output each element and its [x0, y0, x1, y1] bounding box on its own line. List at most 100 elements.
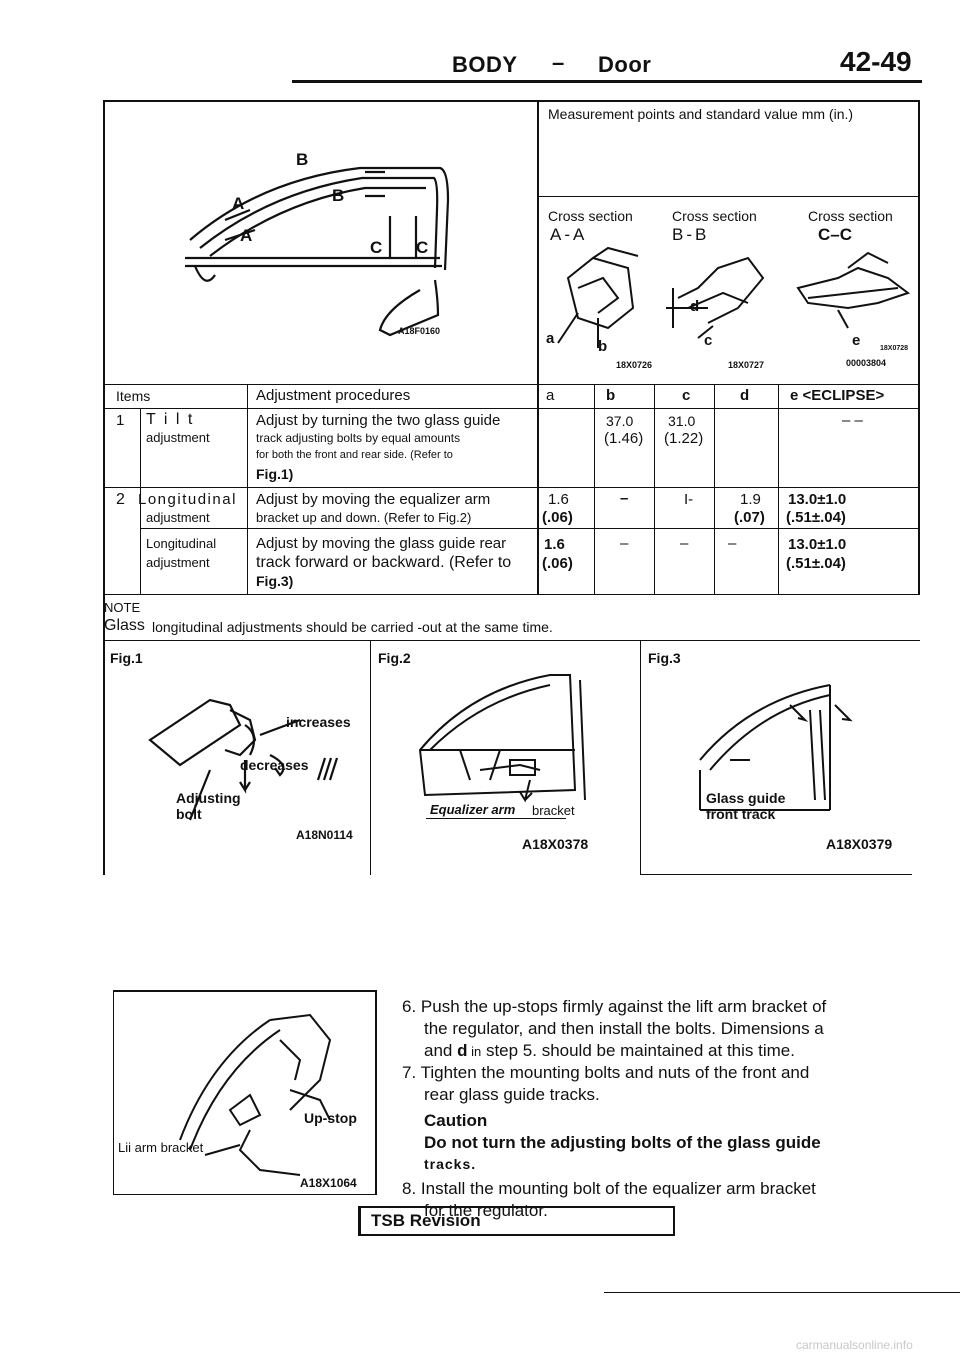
row1-c2: (1.22) — [664, 430, 704, 447]
row1-item2: adjustment — [146, 430, 210, 445]
right-frame-border — [918, 100, 920, 595]
header-separator: – — [552, 50, 565, 75]
step-6-line1: 6. Push the up-stops firmly against the … — [402, 997, 827, 1016]
cross-section-name-bb: B-B — [672, 225, 710, 244]
row2-no: 2 — [116, 491, 125, 508]
code-cc: 00003804 — [846, 358, 887, 368]
header-subsection: Door — [598, 52, 652, 77]
window-frame-diagram — [185, 166, 450, 337]
col-header-b: b — [606, 387, 616, 404]
col-header-procedures: Adjustment procedures — [256, 387, 411, 404]
row3-proc3: Fig.3) — [256, 573, 294, 589]
col-header-a: a — [546, 387, 555, 404]
fig2-label-equalizer: Equalizer arm — [430, 802, 516, 817]
col-header-d: d — [740, 387, 750, 404]
d-column-divider — [778, 384, 779, 594]
row3-b: – — [620, 535, 629, 552]
row1-b1: 37.0 — [606, 413, 634, 429]
row1-b2: (1.46) — [604, 430, 644, 447]
tsb-revision-label: TSB Revision — [371, 1211, 481, 1230]
fig3-glass-guide-drawing — [699, 684, 853, 811]
table-top-border — [103, 100, 920, 102]
fig2-code: A18X0378 — [522, 836, 589, 852]
row3-item: Longitudinal — [146, 536, 217, 551]
caution-text: Do not turn the adjusting bolts of the g… — [424, 1133, 821, 1152]
row2-a1: 1.6 — [548, 491, 569, 508]
fig3-title: Fig.3 — [648, 650, 681, 666]
cross-section-label-cc: Cross section — [808, 208, 893, 224]
row2-item: Longitudinal — [138, 491, 237, 508]
lower-figure-label-upstop: Up-stop — [304, 1110, 357, 1126]
caution-text2: tracks. — [424, 1156, 477, 1172]
figures-bottom-rule — [640, 874, 912, 875]
diagram-label-b2: B — [332, 186, 345, 205]
fig2-label-bracket: bracket — [532, 803, 575, 818]
caution-title: Caution — [424, 1111, 488, 1130]
row3-e2: (.51±.04) — [786, 555, 846, 572]
bottom-rule — [604, 1292, 960, 1293]
note-lead: Glass — [104, 617, 145, 634]
diagram-label-a2: A — [240, 226, 253, 245]
diagram-label-b1: B — [296, 150, 309, 169]
tsb-revision-box: TSB Revision — [358, 1206, 675, 1236]
fig2-callout-line — [426, 818, 566, 819]
step-7-line1: 7. Tighten the mounting bolts and nuts o… — [402, 1063, 810, 1082]
row2-d1: 1.9 — [740, 491, 761, 508]
lower-figure-top-rule — [113, 990, 375, 992]
diagram-label-c1: C — [370, 238, 383, 257]
row2-c: I- — [684, 491, 694, 508]
step-6-rest: step 5. should be maintained at this tim… — [481, 1041, 795, 1060]
no-column-divider — [140, 408, 141, 594]
row1-bottom-rule — [103, 487, 920, 488]
measurement-heading-rule — [539, 196, 920, 197]
figures-top-rule — [103, 640, 920, 641]
lower-figure-bottom-rule — [113, 1194, 377, 1195]
point-letter-e: e — [852, 332, 861, 349]
fig3-label-glass-guide: Glass guide — [706, 790, 786, 806]
row1-proc4: Fig.1) — [256, 466, 294, 482]
row3-d: – — [728, 535, 737, 552]
point-letter-a: a — [546, 330, 555, 347]
b-column-divider — [654, 384, 655, 594]
measurement-heading: Measurement points and standard value mm… — [548, 106, 854, 122]
step-6-in: in — [467, 1044, 482, 1059]
lower-figure-left-rule — [113, 990, 114, 1195]
row2-item2: adjustment — [146, 510, 210, 525]
point-letter-c: c — [704, 332, 713, 349]
diagram-label-c2: C — [416, 238, 429, 257]
col-header-e: e <ECLIPSE> — [790, 387, 885, 404]
step-8-line1: 8. Install the mounting bolt of the equa… — [402, 1179, 816, 1198]
fig1-adjusting-bolt-drawing — [148, 698, 339, 821]
row3-a1: 1.6 — [544, 536, 565, 553]
note-title: NOTE — [104, 600, 141, 615]
row2-proc1: Adjust by moving the equalizer arm — [256, 491, 491, 508]
header-row-top-rule — [103, 384, 920, 385]
code-aa: 18X0726 — [616, 360, 653, 370]
step-6-line3: and d in step 5. should be maintained at… — [424, 1040, 795, 1063]
diagram-code: A18F0160 — [398, 326, 441, 336]
row2-e1: 13.0±1.0 — [788, 491, 847, 508]
item-column-divider — [247, 384, 248, 594]
fig2-door-equalizer-drawing — [418, 674, 586, 803]
lower-figure-code: A18X1064 — [300, 1176, 357, 1190]
cross-section-label-bb: Cross section — [672, 208, 757, 224]
row1-proc2: track adjusting bolts by equal amounts — [256, 431, 461, 445]
row1-no: 1 — [116, 412, 125, 429]
a-column-divider — [594, 384, 595, 594]
row1-item: T i l t — [146, 411, 195, 428]
header-rule — [292, 80, 922, 83]
fig1-label-increases: increases — [286, 714, 351, 730]
header-section: BODY — [452, 52, 518, 77]
fig1-label-bolt: bolt — [176, 806, 202, 822]
lower-figure-right-rule — [375, 990, 377, 1195]
image-column-divider — [537, 100, 539, 595]
header-row-bottom-rule — [103, 408, 920, 409]
step-6-line2: the regulator, and then install the bolt… — [424, 1019, 824, 1038]
c-column-divider — [714, 384, 715, 594]
fig1-code: A18N0114 — [296, 828, 353, 842]
code-bb: 18X0727 — [728, 360, 765, 370]
figure-divider-2 — [640, 640, 641, 875]
row3-item2: adjustment — [146, 555, 210, 570]
row1-proc1: Adjust by turning the two glass guide — [256, 412, 501, 429]
step-6-and: and — [424, 1041, 458, 1060]
